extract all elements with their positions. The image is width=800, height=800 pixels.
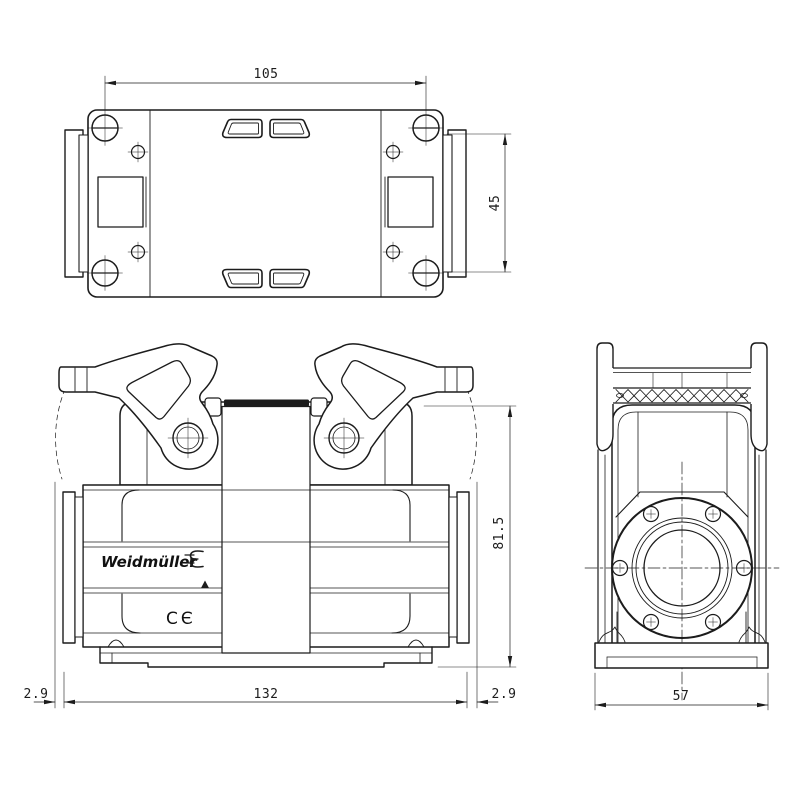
mold-marker-icon: [201, 580, 209, 588]
dim-label-105: 105: [254, 67, 279, 82]
cable-gland-right: [448, 491, 470, 644]
dimension-front-right-offset: 2.9: [476, 481, 517, 709]
dim-label-81-5: 81.5: [492, 516, 507, 549]
dimension-front-width: 132: [63, 671, 468, 709]
dim-label-45: 45: [488, 195, 503, 212]
dimension-top-width: 105: [104, 67, 427, 121]
bracket-arm-left: [596, 342, 614, 452]
center-column: [221, 405, 311, 654]
top-housing-outline: [87, 109, 444, 298]
weidmueller-logo-text: Weidmüller: [101, 553, 198, 571]
ce-mark: CЄ: [166, 609, 196, 629]
cable-gland-left: [62, 491, 84, 644]
lever-crossbar: [611, 367, 753, 404]
lever-swing-arc: [55, 388, 66, 480]
lever-swing-arc: [466, 388, 477, 480]
top-end-caps: [64, 129, 467, 278]
weidmueller-logo-icon: [184, 550, 204, 568]
dim-label-2-9-left: 2.9: [24, 687, 49, 702]
top-view: 105 45: [64, 67, 512, 298]
front-view: Weidmüller CЄ 2.9 132 2.9 81.5: [24, 343, 517, 709]
dim-label-57: 57: [673, 689, 690, 704]
latch-window-right: [384, 176, 434, 228]
dim-label-132: 132: [254, 687, 279, 702]
flange-bolt-holes: [611, 505, 753, 631]
dimension-top-depth: 45: [446, 133, 512, 273]
seal-strip: [224, 399, 309, 407]
bracket-arm-right: [750, 342, 768, 452]
base: [99, 646, 433, 668]
side-base: [594, 642, 769, 669]
dimension-side-width: 57: [594, 672, 769, 711]
latch-window-left: [97, 176, 147, 228]
circular-flange: [584, 461, 780, 701]
dimension-front-height: 81.5: [423, 405, 517, 668]
dim-label-2-9-right: 2.9: [492, 687, 517, 702]
dimension-front-left-offset: 2.9: [24, 481, 56, 709]
side-view: 57: [584, 342, 780, 711]
